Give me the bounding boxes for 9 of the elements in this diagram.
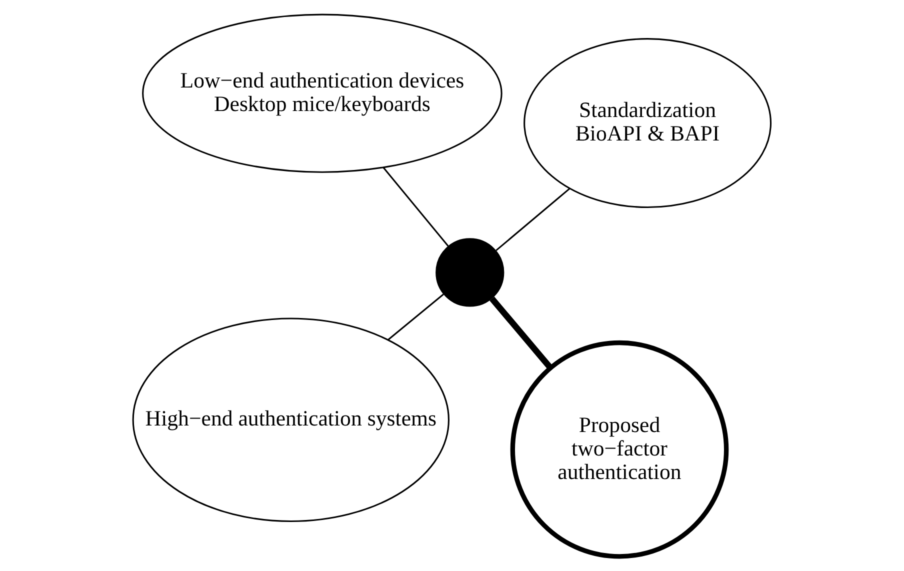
node-circle: Proposed two−factor authentication — [510, 340, 729, 559]
connector — [496, 188, 570, 252]
node-ellipse: Low−end authentication devices Desktop mice/keyboards — [142, 14, 502, 173]
connector — [382, 167, 449, 247]
node-ellipse: High−end authentication systems — [132, 318, 450, 522]
connector — [490, 296, 553, 370]
connector — [388, 294, 444, 341]
node-circle — [436, 238, 504, 307]
node-ellipse: Standardization BioAPI & BAPI — [524, 38, 772, 208]
